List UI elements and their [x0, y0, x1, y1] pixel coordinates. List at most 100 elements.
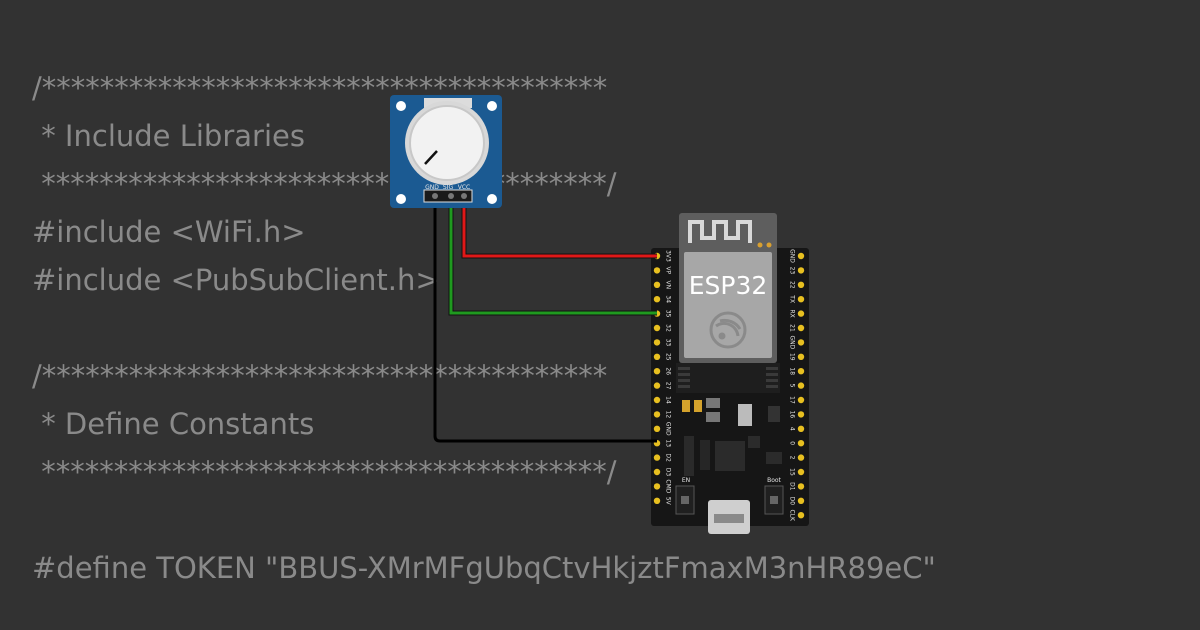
- left-pin[interactable]: [653, 382, 661, 389]
- wire-sig-34[interactable]: [449, 198, 657, 315]
- left-pin-label: D3: [665, 468, 672, 477]
- left-pin-label: CMD: [665, 479, 672, 493]
- right-pin-label: 17: [789, 396, 796, 404]
- left-pin[interactable]: [653, 267, 661, 274]
- pin-label-sig: SIG: [443, 184, 454, 191]
- smd-component: [748, 436, 760, 448]
- right-pin[interactable]: [797, 281, 805, 288]
- right-pin-label: GND: [789, 249, 796, 263]
- code-line: ***************************************/: [32, 167, 617, 201]
- esp32-board[interactable]: ESP32 EN Boot 3V: [651, 213, 809, 534]
- left-pin-label: 26: [665, 367, 672, 375]
- usb-chip: [715, 441, 745, 471]
- left-pin[interactable]: [653, 483, 661, 490]
- wire-gnd-gnd[interactable]: [433, 198, 657, 443]
- code-line: * Include Libraries: [32, 119, 305, 153]
- right-pin-label: 22: [789, 281, 796, 289]
- left-pin[interactable]: [653, 324, 661, 332]
- left-pin[interactable]: [653, 296, 661, 303]
- smd-component: [682, 400, 690, 412]
- left-pin-label: D2: [665, 453, 672, 462]
- code-listing: /***************************************…: [32, 64, 936, 592]
- smd-component: [694, 400, 702, 412]
- right-pin[interactable]: [797, 454, 805, 461]
- right-pin[interactable]: [797, 425, 805, 432]
- mount-hole: [396, 194, 406, 204]
- right-pin-label: 16: [789, 411, 796, 419]
- code-line: ***************************************/: [32, 455, 617, 489]
- smd-component: [766, 452, 782, 464]
- left-pin[interactable]: [653, 396, 661, 404]
- right-pin[interactable]: [797, 324, 805, 332]
- regulator: [706, 412, 720, 422]
- mount-hole: [396, 101, 406, 111]
- right-pin-label: CLK: [789, 509, 796, 522]
- right-pin[interactable]: [797, 382, 805, 389]
- left-pin[interactable]: [653, 425, 661, 432]
- right-pin[interactable]: [797, 440, 805, 447]
- left-pin[interactable]: [653, 454, 661, 461]
- right-pin[interactable]: [797, 252, 805, 260]
- left-pin-label: 33: [665, 339, 672, 347]
- smd-component: [684, 436, 694, 476]
- right-pin[interactable]: [797, 339, 805, 346]
- potentiometer-module[interactable]: GND SIG VCC: [390, 95, 502, 208]
- wire-vcc-3v3[interactable]: [462, 198, 657, 258]
- left-pin-label: 3V3: [665, 250, 672, 262]
- pin-gnd[interactable]: [432, 193, 438, 199]
- regulator: [706, 398, 720, 408]
- right-pin-label: D1: [789, 482, 796, 491]
- code-line: * Define Constants: [32, 407, 315, 441]
- mount-hole: [487, 101, 497, 111]
- right-pin[interactable]: [797, 512, 805, 519]
- right-pin-label: 5: [789, 384, 796, 388]
- right-pin[interactable]: [797, 353, 805, 360]
- left-pin[interactable]: [653, 468, 661, 476]
- right-pin[interactable]: [797, 267, 805, 274]
- espressif-logo-icon: [709, 311, 747, 349]
- right-pin-label: TX: [789, 294, 796, 303]
- left-pin-label: 14: [665, 396, 672, 404]
- left-pin-label: VP: [665, 267, 672, 275]
- knob-indicator: [424, 150, 438, 165]
- right-pin[interactable]: [797, 497, 805, 504]
- esp32-shield: [684, 252, 772, 358]
- right-pin[interactable]: [797, 296, 805, 303]
- switch-component: [738, 404, 752, 426]
- right-pin-label: 19: [789, 353, 796, 361]
- code-line: /***************************************: [32, 71, 608, 105]
- right-pin-label: 15: [789, 468, 796, 476]
- left-pin[interactable]: [653, 497, 661, 504]
- right-pin-label: D0: [789, 497, 796, 506]
- right-pin[interactable]: [797, 411, 805, 418]
- left-pin[interactable]: [653, 339, 661, 346]
- mount-hole: [487, 194, 497, 204]
- right-pin[interactable]: [797, 310, 805, 317]
- pin-vcc[interactable]: [461, 193, 467, 199]
- right-pin-label: RX: [789, 309, 796, 317]
- left-pin[interactable]: [653, 368, 661, 375]
- right-pin-label: 0: [789, 441, 796, 445]
- right-pin[interactable]: [797, 468, 805, 476]
- left-pin[interactable]: [653, 281, 661, 288]
- left-pin-label: 35: [665, 310, 672, 318]
- code-line: #include <WiFi.h>: [32, 215, 306, 249]
- left-pin[interactable]: [653, 353, 661, 360]
- right-pin[interactable]: [797, 396, 805, 404]
- right-pin[interactable]: [797, 368, 805, 375]
- right-pin-label: 23: [789, 267, 796, 275]
- module-pin-strip: [676, 363, 780, 393]
- right-pin[interactable]: [797, 483, 805, 490]
- right-pin-label: 21: [789, 324, 796, 332]
- potentiometer-knob[interactable]: [409, 105, 485, 181]
- left-pin-label: 25: [665, 353, 672, 361]
- code-line: #include <PubSubClient.h>: [32, 263, 440, 297]
- pin-sig[interactable]: [448, 193, 454, 199]
- left-pin[interactable]: [653, 411, 661, 418]
- antenna-trace-icon: [688, 220, 752, 243]
- left-pin-label: 34: [665, 295, 672, 303]
- module-pad: [757, 242, 763, 248]
- right-pin-label: 18: [789, 367, 796, 375]
